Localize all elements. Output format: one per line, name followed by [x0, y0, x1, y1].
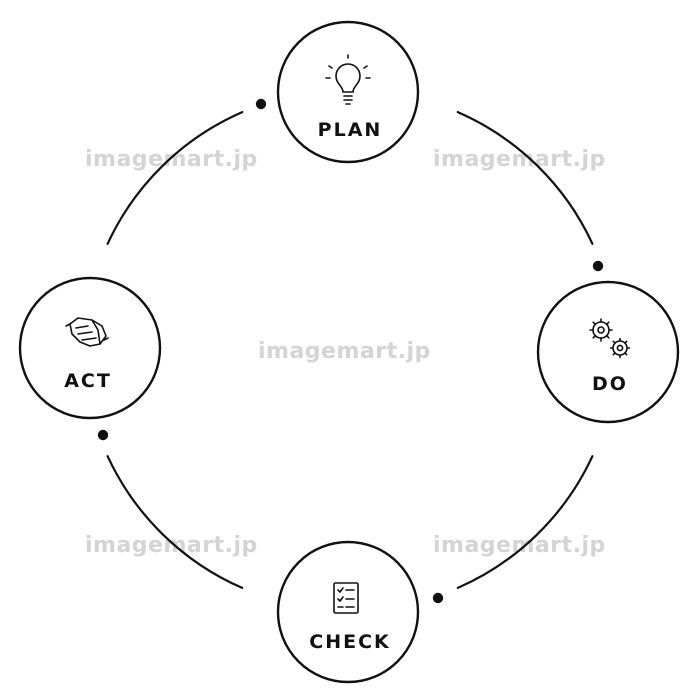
node-act: ACT — [18, 276, 162, 420]
node-act-circle — [18, 276, 162, 420]
cycle-arcs — [106, 111, 594, 589]
node-plan-label: PLAN — [318, 119, 383, 141]
watermark-bottom-right: imagemart.jp — [433, 533, 606, 558]
node-plan: PLAN — [276, 20, 420, 164]
watermarks: imagemart.jp imagemart.jp imagemart.jp i… — [85, 147, 606, 558]
watermark-top-left: imagemart.jp — [85, 147, 258, 172]
node-check: CHECK — [276, 540, 420, 684]
cycle-dots — [97, 98, 604, 604]
watermark-bottom-left: imagemart.jp — [85, 533, 258, 558]
dot-before-do — [592, 260, 604, 272]
node-check-circle — [276, 540, 420, 684]
node-do-label: DO — [592, 373, 628, 395]
dot-before-check — [432, 592, 444, 604]
dot-before-plan — [255, 98, 267, 110]
arc-act-to-plan — [106, 111, 244, 245]
arc-do-to-check — [456, 455, 594, 589]
checklist-icon — [333, 582, 359, 614]
arc-plan-to-do — [456, 111, 594, 245]
arc-check-to-act — [106, 455, 244, 589]
node-do: DO — [536, 280, 680, 424]
dot-before-act — [97, 429, 109, 441]
lightbulb-icon — [325, 54, 371, 105]
handshake-icon — [65, 317, 109, 347]
node-check-label: CHECK — [309, 631, 391, 653]
node-act-label: ACT — [64, 370, 112, 392]
watermark-center: imagemart.jp — [258, 339, 431, 364]
gears-icon — [589, 318, 631, 359]
watermark-top-right: imagemart.jp — [433, 147, 606, 172]
node-do-circle — [536, 280, 680, 424]
